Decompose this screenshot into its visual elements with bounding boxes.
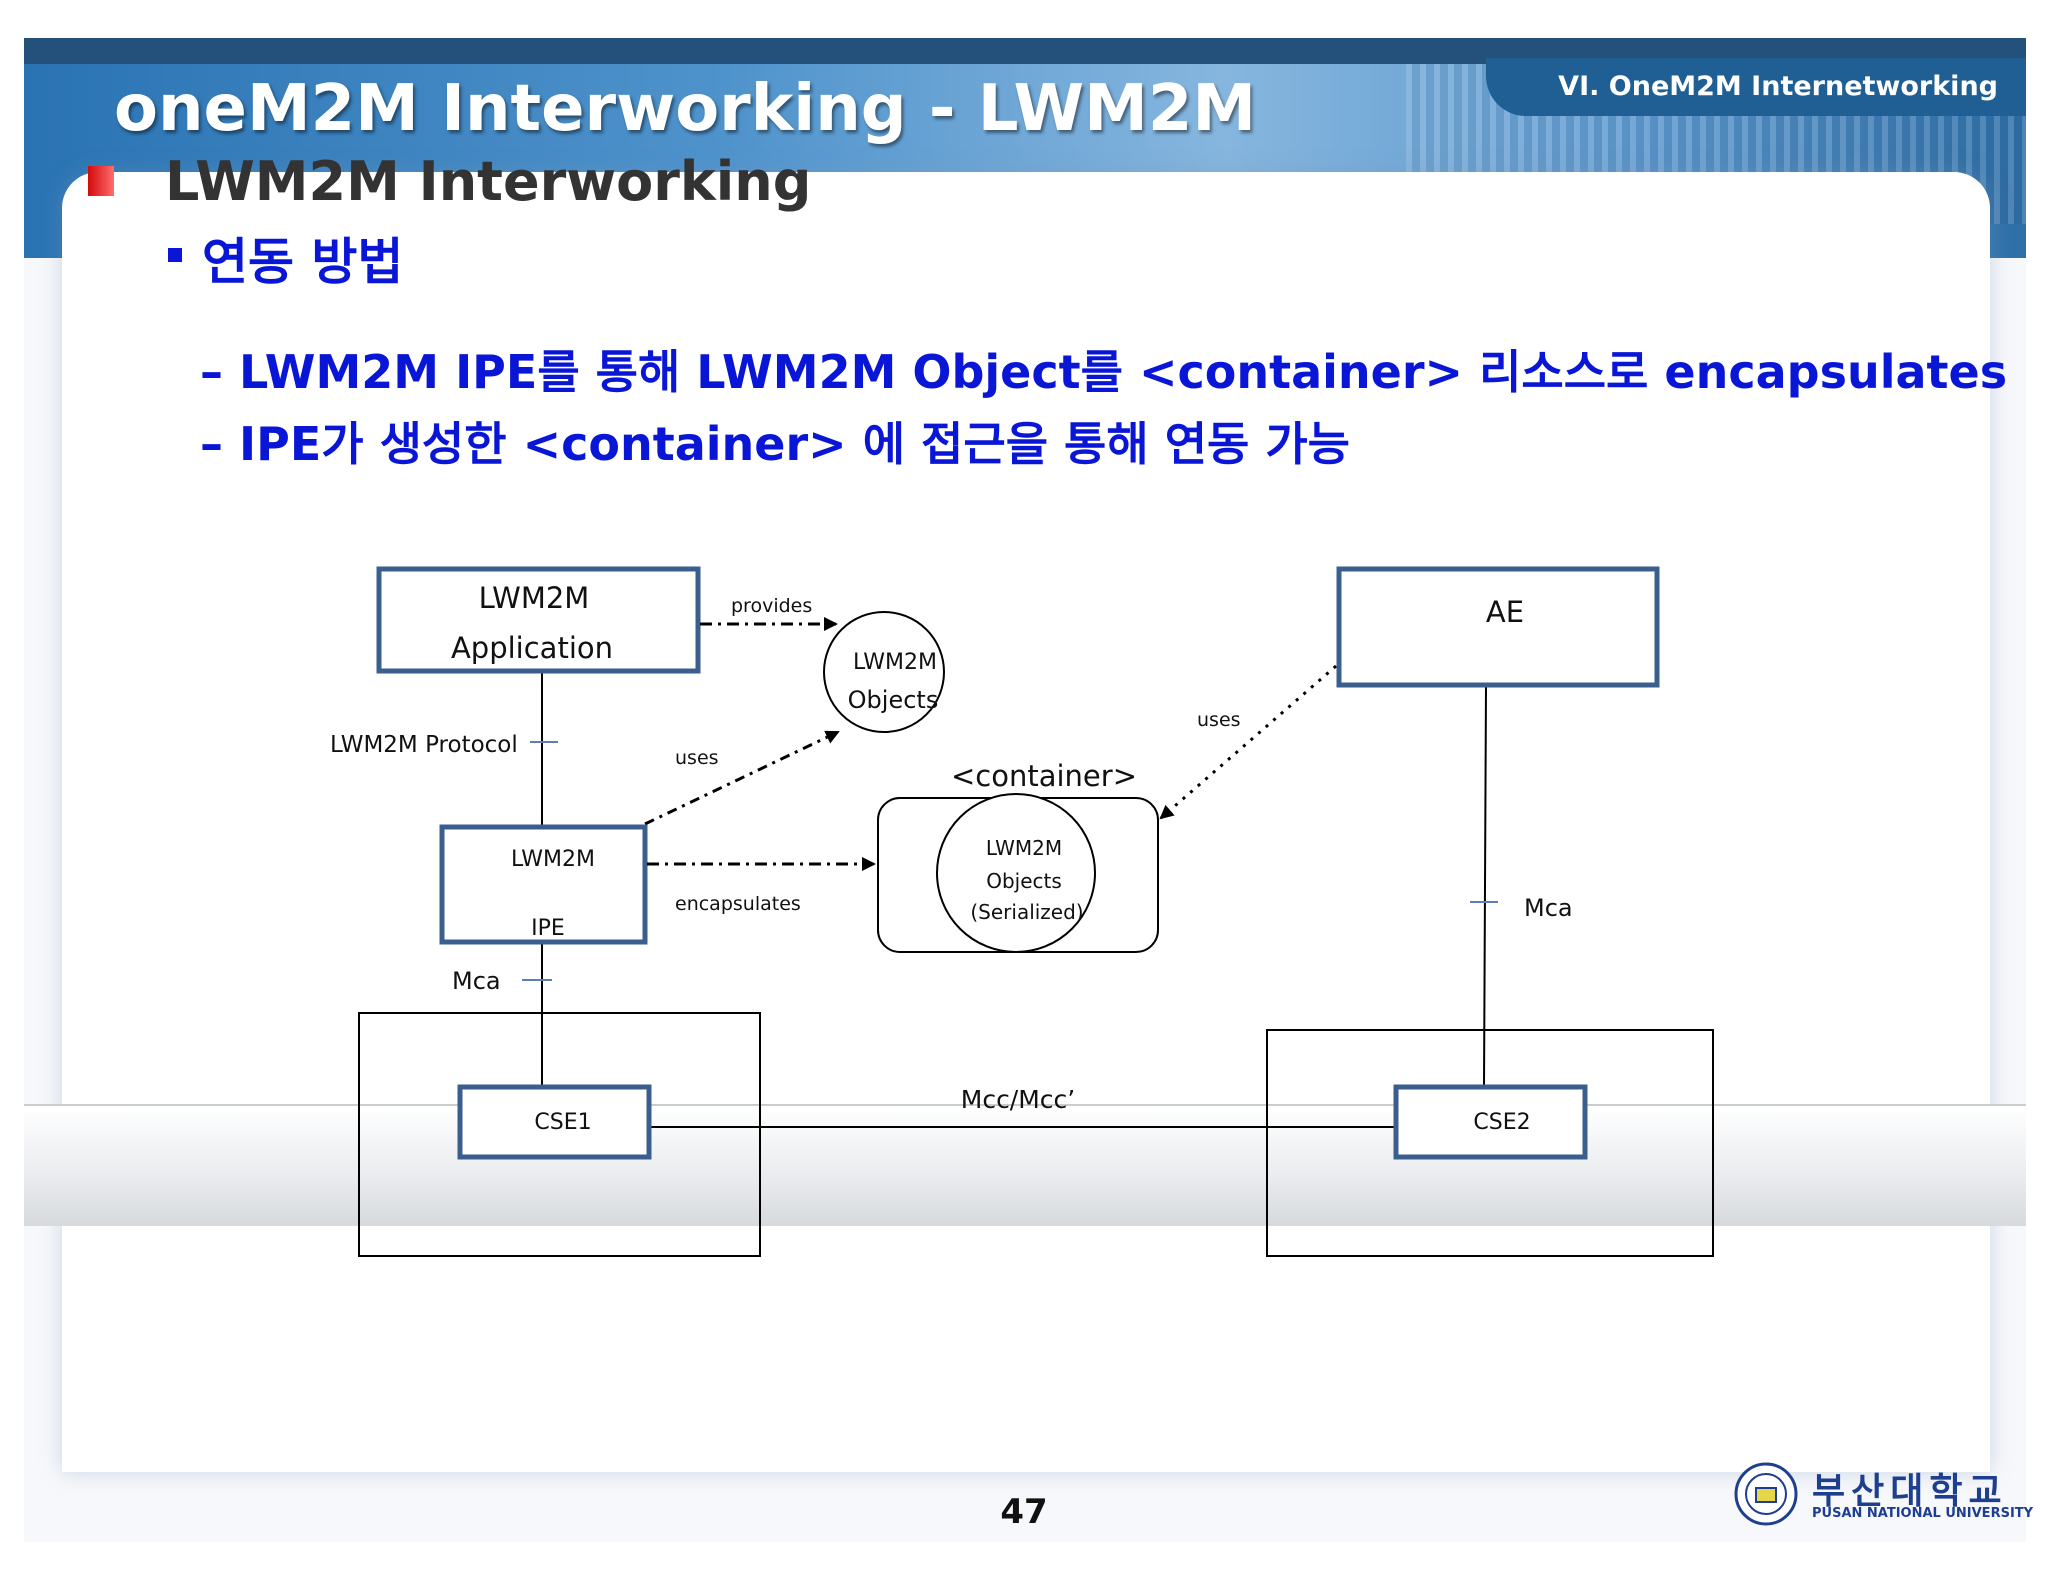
objects-circle-line1: LWM2M (853, 650, 937, 675)
uses-label-right: uses (1197, 709, 1241, 731)
sub-bullet-icon (168, 248, 182, 262)
serialized-objects-circle (936, 793, 1096, 953)
container-label: <container> (951, 759, 1137, 793)
cse2-box (1393, 1084, 1588, 1160)
lwm2m-ipe-box (439, 824, 648, 945)
ae-box (1336, 566, 1660, 688)
lwm2m-application-box (376, 566, 701, 674)
cse2-label: CSE2 (1473, 1110, 1530, 1135)
uses-arrow-left (644, 730, 840, 826)
cse2-domain-box (1266, 1029, 1714, 1257)
serialized-line3: (Serialized) (970, 900, 1083, 924)
protocol-label: LWM2M Protocol (330, 732, 518, 758)
ae-label: AE (1486, 595, 1524, 629)
sub-heading: 연동 방법 (202, 233, 404, 291)
ae-cse2-link (1483, 685, 1487, 1087)
provides-label: provides (731, 595, 812, 617)
ipe-box-line1: LWM2M (511, 847, 595, 872)
bullet-icon (88, 166, 114, 196)
point-1: – LWM2M IPE를 통해 LWM2M Object를 <container… (200, 345, 2008, 399)
serialized-line2: Objects (986, 869, 1062, 893)
university-seal-icon (1734, 1462, 1798, 1526)
university-logo: 부산대학교 PUSAN NATIONAL UNIVERSITY (1734, 1462, 2034, 1526)
mcc-label: Mcc/Mcc’ (961, 1085, 1076, 1114)
app-box-line1: LWM2M (479, 581, 590, 615)
ipe-box-line2: IPE (531, 916, 565, 941)
cse1-box (457, 1084, 652, 1160)
mca-right-label: Mca (1524, 894, 1573, 922)
objects-circle-line2: Objects (848, 686, 939, 714)
logo-english-text: PUSAN NATIONAL UNIVERSITY (1812, 1506, 2034, 1521)
page-number: 47 (1000, 1492, 1048, 1532)
encapsulates-label: encapsulates (675, 893, 801, 915)
cse1-domain-box (358, 1012, 761, 1257)
lwm2m-objects-circle (823, 611, 945, 733)
uses-label-left: uses (675, 747, 719, 769)
slide-title: oneM2M Interworking - LWM2M (114, 72, 1257, 146)
point-2: – IPE가 생성한 <container> 에 접근을 통해 연동 가능 (200, 417, 1350, 471)
uses-arrow-right (1159, 664, 1337, 820)
section-tag: VI. OneM2M Internetworking (1486, 58, 2026, 116)
serialized-line1: LWM2M (986, 836, 1062, 860)
main-heading: LWM2M Interworking (165, 150, 812, 213)
mca-left-label: Mca (452, 967, 501, 995)
logo-korean-text: 부산대학교 (1812, 1471, 2008, 1512)
cse1-label: CSE1 (534, 1110, 591, 1135)
app-box-line2: Application (451, 631, 613, 665)
